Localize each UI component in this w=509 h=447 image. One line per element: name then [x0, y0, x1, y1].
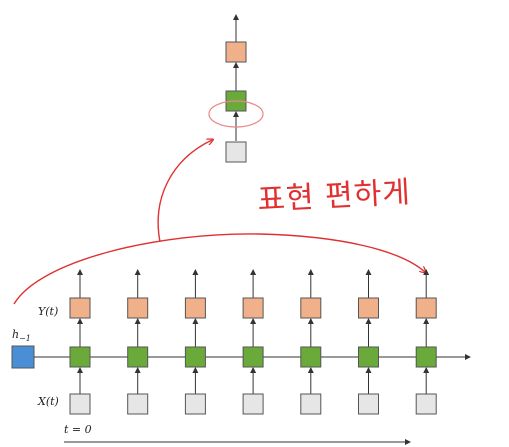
- output-cell: [242, 297, 264, 319]
- output-cell: [358, 297, 379, 319]
- input-cell: [358, 393, 379, 415]
- folded-output-cell: [225, 41, 247, 63]
- input-cell: [127, 393, 149, 415]
- output-row-label: Y(t): [38, 305, 58, 318]
- hidden-cell: [69, 346, 91, 368]
- annotation-arrow-to-folded: [157, 140, 212, 243]
- hidden-cell: [415, 346, 437, 368]
- output-cell: [127, 297, 149, 319]
- input-cell: [69, 393, 91, 415]
- input-row-label: X(t): [37, 395, 59, 408]
- time-steps: [69, 269, 437, 415]
- folded-input-cell: [225, 141, 247, 163]
- hidden-cell: [300, 346, 322, 368]
- input-cell: [415, 393, 437, 415]
- initial-hidden-cell: [11, 345, 35, 369]
- input-cell: [242, 393, 264, 415]
- handwritten-note: 표현 편하게: [257, 175, 412, 218]
- time-zero-label: t = 0: [64, 423, 92, 436]
- hidden-cell: [242, 346, 264, 368]
- input-cell: [300, 393, 322, 415]
- initial-hidden-label: h−1: [12, 328, 31, 343]
- annotation: 표현 편하게: [13, 140, 425, 305]
- output-cell: [415, 297, 437, 319]
- hidden-cell: [184, 346, 206, 368]
- output-cell: [184, 297, 206, 319]
- folded-rnn: [208, 14, 264, 163]
- annotation-arc-over-unrolled: [13, 233, 425, 305]
- hidden-cell: [127, 346, 149, 368]
- recurrence-loop-annotation: [208, 100, 264, 128]
- input-cell: [184, 393, 206, 415]
- unrolled-rnn: h−1 Y(t) X(t) t = 0: [11, 269, 471, 445]
- output-cell: [300, 297, 322, 319]
- output-cell: [69, 297, 91, 319]
- hidden-cell: [358, 346, 379, 368]
